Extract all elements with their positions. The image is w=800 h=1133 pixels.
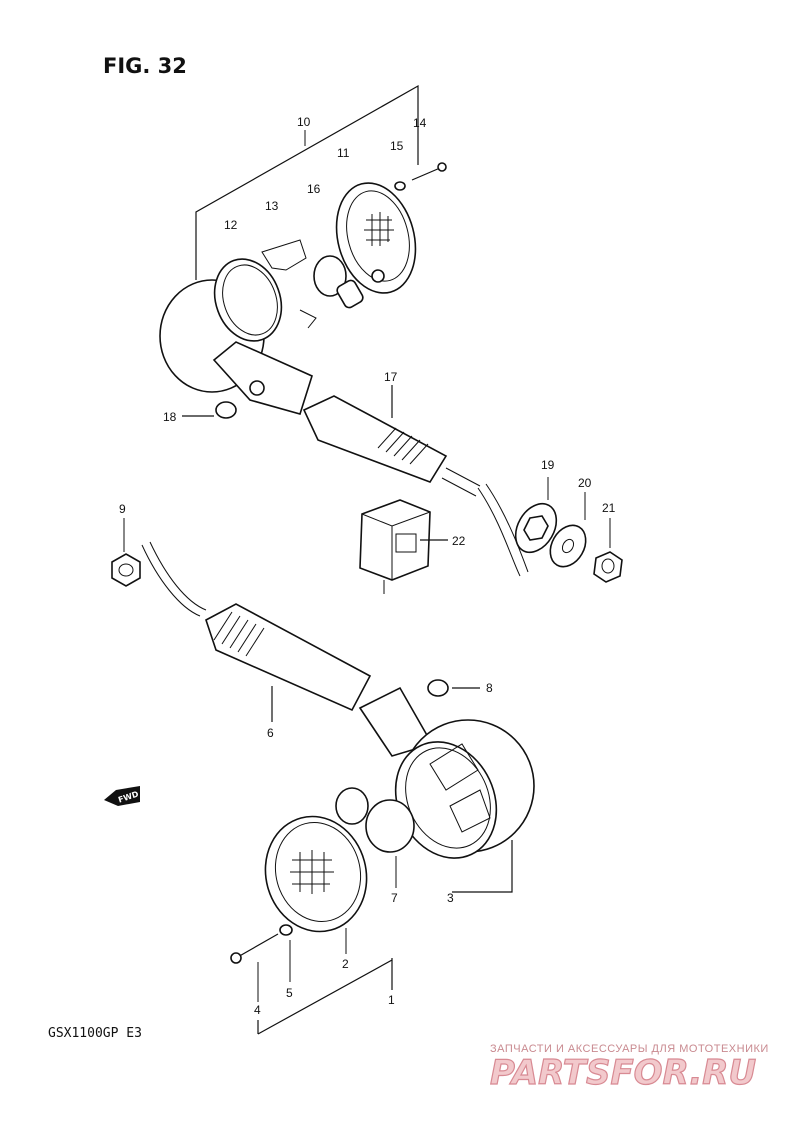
upper-turn-signal-assembly <box>159 84 623 594</box>
callout-4: 4 <box>254 1003 261 1017</box>
callout-15: 15 <box>390 139 404 153</box>
lens-screw-4-head <box>230 952 242 964</box>
upper-lens-screw-boss <box>371 269 385 283</box>
watermark-logo: PARTSFOR.RU <box>490 1053 756 1093</box>
lower-wire <box>141 541 207 617</box>
watermark: ЗАПЧАСТИ И АКСЕССУАРЫ ДЛЯ МОТОТЕХНИКИ PA… <box>489 1043 769 1094</box>
callout-20: 20 <box>578 476 592 490</box>
upper-stay-tube-17 <box>302 395 448 483</box>
lower-stay-tube-6 <box>205 603 372 712</box>
lower-turn-signal-assembly <box>111 518 535 1035</box>
mount-screw-8 <box>427 679 449 697</box>
callout-1: 1 <box>388 993 395 1007</box>
flasher-relay-terminal <box>395 533 417 553</box>
upper-lens-hatch <box>364 212 394 246</box>
upper-bulb-glass <box>313 255 347 297</box>
nut-21 <box>593 551 623 583</box>
lower-lens-inner <box>274 821 362 923</box>
washer-20-hole <box>561 538 575 554</box>
model-label: GSX1100GP E3 <box>48 1026 142 1041</box>
lower-bulb-glass-7 <box>365 799 415 853</box>
callout-19: 19 <box>541 458 555 472</box>
nut-21-hole <box>601 558 615 574</box>
upper-stay-threads <box>377 427 429 465</box>
callout-22: 22 <box>452 534 466 548</box>
socket-clip-13 <box>261 239 307 271</box>
callout-7: 7 <box>391 891 398 905</box>
callout-5: 5 <box>286 986 293 1000</box>
forward-arrow-icon: FWD <box>104 786 140 806</box>
lower-bulb-base <box>335 787 369 825</box>
lens-screw-4 <box>235 933 279 959</box>
nut-9 <box>111 553 141 587</box>
washer-20 <box>549 524 587 568</box>
upper-housing-gasket <box>222 264 278 336</box>
callout-13: 13 <box>265 199 279 213</box>
lens-screw-14 <box>411 167 441 181</box>
watermark-tagline: ЗАПЧАСТИ И АКСЕССУАРЫ ДЛЯ МОТОТЕХНИКИ <box>490 1043 769 1055</box>
flasher-relay-edges <box>361 511 431 580</box>
callout-9: 9 <box>119 502 126 516</box>
callout-17: 17 <box>384 370 398 384</box>
callout-16: 16 <box>307 182 321 196</box>
lens-screw-head <box>437 162 447 172</box>
upper-lens-11 <box>335 182 417 294</box>
callout-18: 18 <box>163 410 177 424</box>
upper-wire <box>477 483 529 577</box>
callout-3: 3 <box>447 891 454 905</box>
lens-washer-15 <box>394 181 406 191</box>
lens-washer-5 <box>279 924 293 936</box>
figure-title: FIG. 32 <box>103 54 187 78</box>
callout-8: 8 <box>486 681 493 695</box>
lower-housing-socket <box>429 743 491 833</box>
lock-washer-hex <box>523 515 549 541</box>
nut-9-hole <box>118 563 134 577</box>
upper-lens-inner <box>346 190 410 282</box>
callout-12: 12 <box>224 218 238 232</box>
bracket-1 <box>257 958 393 1035</box>
lower-lens-hatch <box>290 850 334 894</box>
callout-10: 10 <box>297 115 311 129</box>
callout-11: 11 <box>337 146 350 160</box>
socket-clip-tab <box>299 309 317 329</box>
mount-screw-18 <box>215 401 237 419</box>
upper-stay-bolt <box>441 467 481 497</box>
upper-stem-hole <box>249 380 265 396</box>
callout-14: 14 <box>413 116 427 130</box>
bracket-3 <box>452 840 513 893</box>
callout-2: 2 <box>342 957 349 971</box>
bracket-10-14 <box>195 84 419 280</box>
lower-lens-2 <box>264 815 368 933</box>
upper-bulb-base <box>336 279 364 309</box>
flasher-relay-22 <box>359 499 431 581</box>
callout-21: 21 <box>602 501 616 515</box>
callout-6: 6 <box>267 726 274 740</box>
callouts: 10 14 11 15 16 13 12 17 18 19 20 21 22 9… <box>119 115 616 1017</box>
lower-stay-threads <box>213 611 265 657</box>
upper-stem <box>212 341 313 415</box>
